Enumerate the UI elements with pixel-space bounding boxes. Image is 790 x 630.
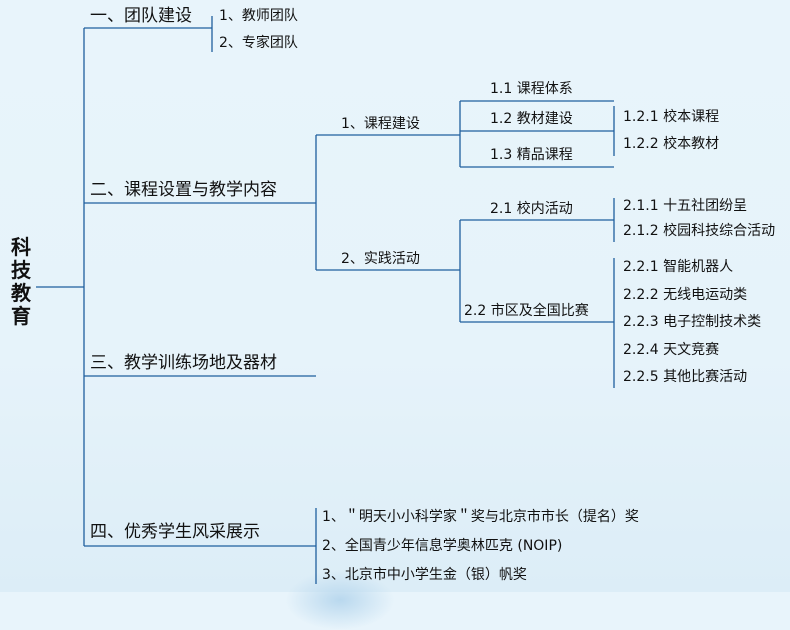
- node-2-1-2: 2.1.2 校园科技综合活动: [623, 223, 776, 239]
- node-practice: 2、实践活动: [341, 251, 420, 267]
- node-1-2-1: 1.2.1 校本课程: [623, 109, 720, 125]
- node-2-1-1: 2.1.1 十五社团纷呈: [623, 198, 748, 214]
- award-3: 3、北京市中小学生金（银）帆奖: [322, 567, 527, 583]
- node-2-2-1: 2.2.1 智能机器人: [623, 259, 734, 275]
- root-node: 科技教育: [11, 235, 31, 328]
- branch-student-showcase: 四、优秀学生风采展示: [90, 522, 260, 542]
- award-1: 1、＂明天小小科学家＂奖与北京市市长（提名）奖: [322, 509, 639, 525]
- branch-team-building: 一、团队建设: [90, 6, 192, 26]
- branch-facilities: 三、教学训练场地及器材: [90, 353, 277, 373]
- branch-curriculum: 二、课程设置与教学内容: [90, 180, 277, 200]
- node-2-2-3: 2.2.3 电子控制技术类: [623, 314, 762, 330]
- node-2-2-4: 2.2.4 天文竞赛: [623, 342, 720, 358]
- node-2-1: 2.1 校内活动: [490, 201, 573, 217]
- node-course-building: 1、课程建设: [341, 116, 420, 132]
- node-1-1: 1.1 课程体系: [490, 81, 573, 97]
- item-teachers: 1、教师团队: [219, 8, 298, 24]
- mind-map: 科技教育 一、团队建设 1、教师团队 2、专家团队 二、课程设置与教学内容 1、…: [11, 6, 776, 630]
- connector-lines: [36, 16, 615, 584]
- node-1-3: 1.3 精品课程: [490, 147, 573, 163]
- item-experts: 2、专家团队: [219, 35, 298, 51]
- award-2: 2、全国青少年信息学奥林匹克 (NOIP): [322, 538, 563, 554]
- node-2-2-5: 2.2.5 其他比赛活动: [623, 369, 748, 385]
- node-2-2-2: 2.2.2 无线电运动类: [623, 287, 748, 303]
- node-1-2-2: 1.2.2 校本教材: [623, 136, 720, 152]
- node-1-2: 1.2 教材建设: [490, 111, 573, 127]
- node-2-2: 2.2 市区及全国比赛: [464, 303, 589, 319]
